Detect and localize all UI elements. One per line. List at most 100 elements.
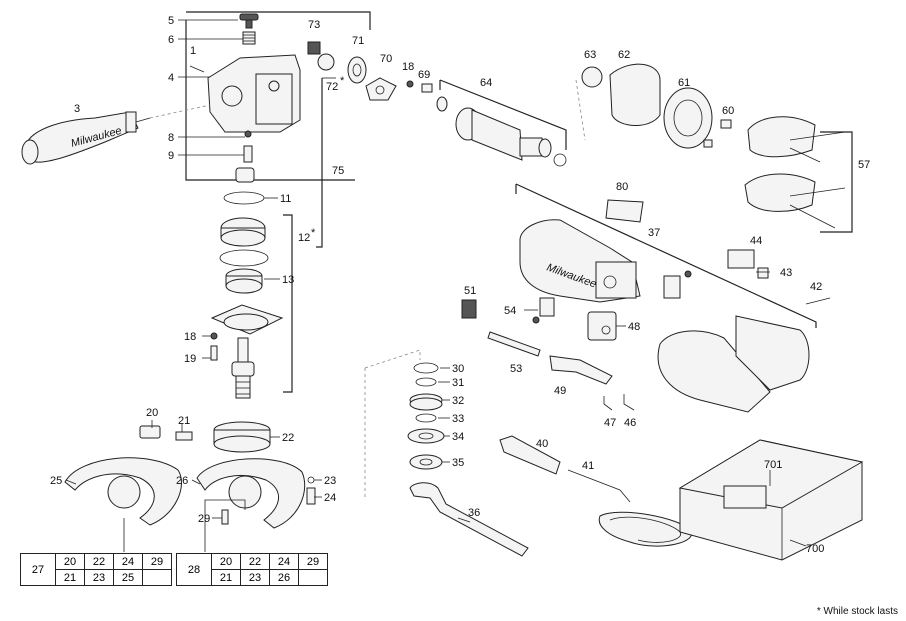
kit-cell: 25 (113, 569, 143, 586)
label-36: 36 (468, 507, 480, 519)
part-bearing-73 (307, 41, 321, 55)
kit-cell: 29 (298, 553, 328, 570)
label-21: 21 (178, 415, 190, 427)
kit-cell: 22 (84, 553, 114, 570)
label-25: 25 (50, 475, 62, 487)
label-80: 80 (616, 181, 628, 193)
part-bushing (235, 167, 255, 183)
part-guard-clamp (213, 421, 271, 453)
kit-key-27: 27 (20, 553, 56, 586)
label-1: 1 (190, 45, 196, 57)
part-washer-71 (347, 56, 367, 84)
label-19: 19 (184, 353, 196, 365)
label-42: 42 (810, 281, 822, 293)
part-switch-rod-53 (487, 331, 541, 357)
bracket-top (186, 11, 371, 30)
footnote: * While stock lasts (817, 606, 898, 617)
part-brush-60b (703, 139, 713, 148)
kit-cell: 21 (55, 569, 85, 586)
part-31 (415, 377, 437, 387)
label-40: 40 (536, 438, 548, 450)
part-washer-18b (406, 80, 414, 88)
label-72-star: * (340, 75, 345, 87)
label-54: 54 (504, 305, 516, 317)
kit-cell (142, 569, 172, 586)
part-32 (409, 393, 443, 411)
label-11: 11 (280, 193, 291, 205)
part-33 (415, 413, 437, 423)
label-8: 8 (168, 132, 174, 144)
part-35 (409, 454, 443, 470)
part-lever-spring (175, 431, 193, 441)
label-48: 48 (628, 321, 640, 333)
part-clip-47 (603, 396, 613, 411)
label-9: 9 (168, 150, 174, 162)
part-o-ring (223, 191, 265, 205)
label-46: 46 (624, 417, 636, 429)
part-switch-48 (587, 311, 617, 341)
bracket-12 (283, 214, 293, 393)
label-5: 5 (168, 15, 174, 27)
label-30: 30 (452, 363, 464, 375)
label-64: 64 (480, 77, 492, 89)
part-brush-cover-top (747, 116, 846, 163)
bracket-64 (439, 79, 567, 150)
label-61: 61 (678, 77, 690, 89)
label-70: 70 (380, 53, 392, 65)
label-3: 3 (74, 103, 80, 115)
label-24: 24 (324, 492, 336, 504)
label-20: 20 (146, 407, 158, 419)
part-motor-housing (519, 219, 641, 303)
label-22: 22 (282, 432, 294, 444)
kit-cell: 29 (142, 553, 172, 570)
part-brush-cover-bottom (744, 173, 846, 229)
label-47: 47 (604, 417, 616, 429)
label-62: 62 (618, 49, 630, 61)
kit-cell (298, 569, 328, 586)
part-paddle-49 (549, 355, 613, 385)
part-bearing-cap (220, 217, 266, 247)
label-29: 29 (198, 513, 210, 525)
label-35: 35 (452, 457, 464, 469)
label-60: 60 (722, 105, 734, 117)
bracket-37 (515, 183, 817, 328)
part-cord-41 (567, 469, 693, 547)
part-washer (210, 332, 218, 340)
label-18: 18 (184, 331, 196, 343)
label-75: 75 (332, 165, 344, 177)
label-18b: 18 (402, 61, 414, 73)
part-wrench-36 (409, 482, 529, 557)
part-spring (242, 31, 256, 45)
label-26: 26 (176, 475, 188, 487)
part-plug-43 (757, 267, 769, 279)
part-case-700 (678, 439, 864, 561)
part-brush-ring-61 (663, 87, 713, 149)
label-43: 43 (780, 267, 792, 279)
part-screw-29 (221, 509, 229, 525)
label-33: 33 (452, 413, 464, 425)
label-63: 63 (584, 49, 596, 61)
label-53: 53 (510, 363, 522, 375)
part-bearing-plate-70 (365, 77, 397, 101)
part-30 (413, 362, 439, 374)
part-pin (243, 145, 253, 163)
label-12: 12 (298, 232, 310, 244)
kit-key-28: 28 (176, 553, 212, 586)
part-switch-54 (532, 297, 555, 324)
label-31: 31 (452, 377, 464, 389)
label-69: 69 (418, 69, 430, 81)
label-4: 4 (168, 72, 174, 84)
label-72: 72 (326, 81, 338, 93)
label-51: 51 (464, 285, 476, 297)
part-spindle (231, 337, 255, 399)
label-71: 71 (352, 35, 364, 47)
kit-cell: 20 (211, 553, 241, 570)
label-23: 23 (324, 475, 336, 487)
label-700: 700 (806, 543, 824, 555)
part-lever (139, 425, 161, 439)
label-44: 44 (750, 235, 762, 247)
part-label-plate (605, 199, 644, 223)
part-clip-46 (623, 394, 635, 411)
dashed-connector (364, 349, 421, 369)
part-armature (436, 96, 567, 167)
